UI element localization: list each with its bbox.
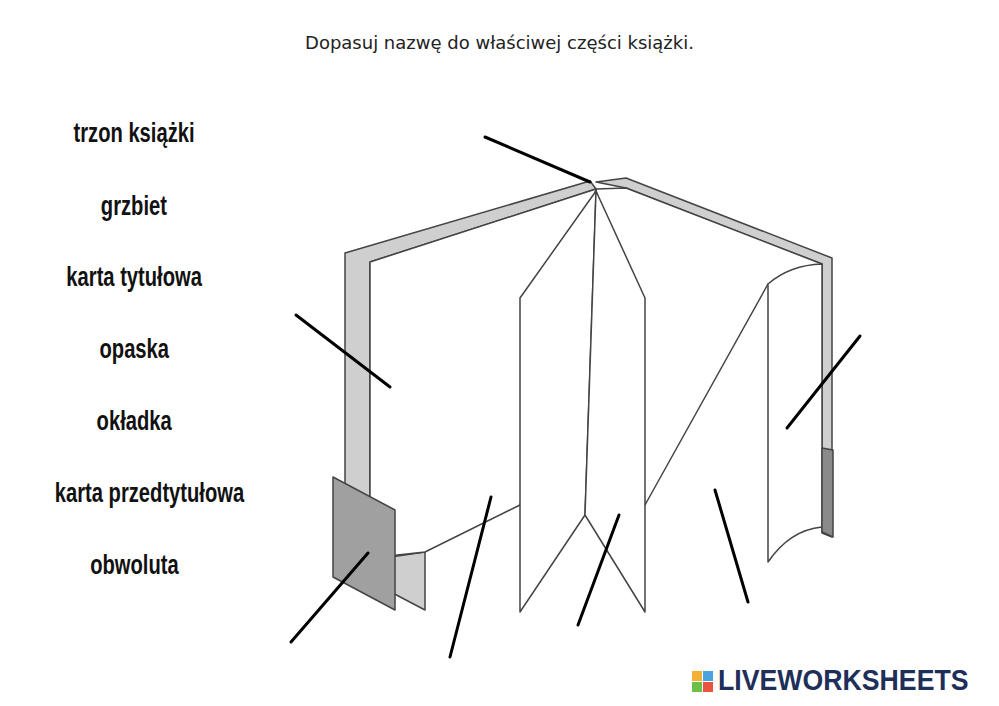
part-name: karta tytułowa: [18, 261, 250, 293]
part-name: grzbiet: [18, 190, 250, 222]
part-name-text: obwoluta: [90, 549, 178, 581]
part-name: okładka: [18, 405, 250, 437]
part-name-text: trzon książki: [73, 117, 194, 149]
part-name-text: karta przedtytułowa: [55, 477, 244, 509]
logo-icon: [692, 671, 713, 692]
watermark: LIVEWORKSHEETS: [718, 664, 969, 697]
leader-lines: [291, 137, 860, 657]
part-name-text: okładka: [96, 405, 171, 437]
part-name: karta przedtytułowa: [18, 477, 250, 509]
part-name-text: grzbiet: [101, 190, 167, 222]
part-name-text: karta tytułowa: [66, 261, 202, 293]
part-name-text: opaska: [99, 333, 168, 365]
part-name: trzon książki: [18, 117, 250, 149]
part-name: opaska: [18, 333, 250, 365]
worksheet-title: Dopasuj nazwę do właściwej części książk…: [0, 32, 999, 53]
part-name: obwoluta: [18, 549, 250, 581]
